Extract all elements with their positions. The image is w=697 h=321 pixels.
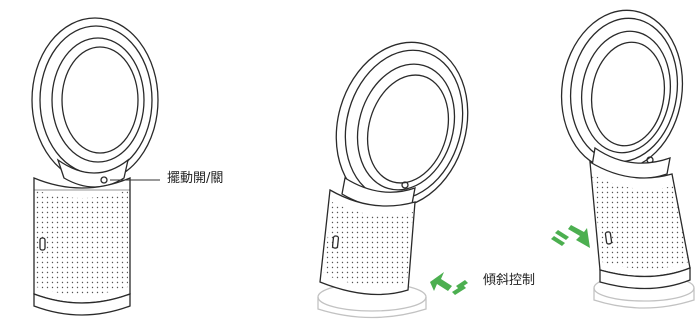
oscillation-label: 擺動開/關 bbox=[167, 171, 224, 186]
tilt-arrow-back bbox=[430, 272, 468, 295]
fan-tilted-back bbox=[317, 41, 469, 319]
tilt-control-label: 傾斜控制 bbox=[483, 273, 536, 288]
fan-tilted-forward bbox=[560, 9, 695, 309]
tilt-arrow-forward bbox=[551, 225, 590, 248]
fan-upright bbox=[31, 17, 159, 316]
